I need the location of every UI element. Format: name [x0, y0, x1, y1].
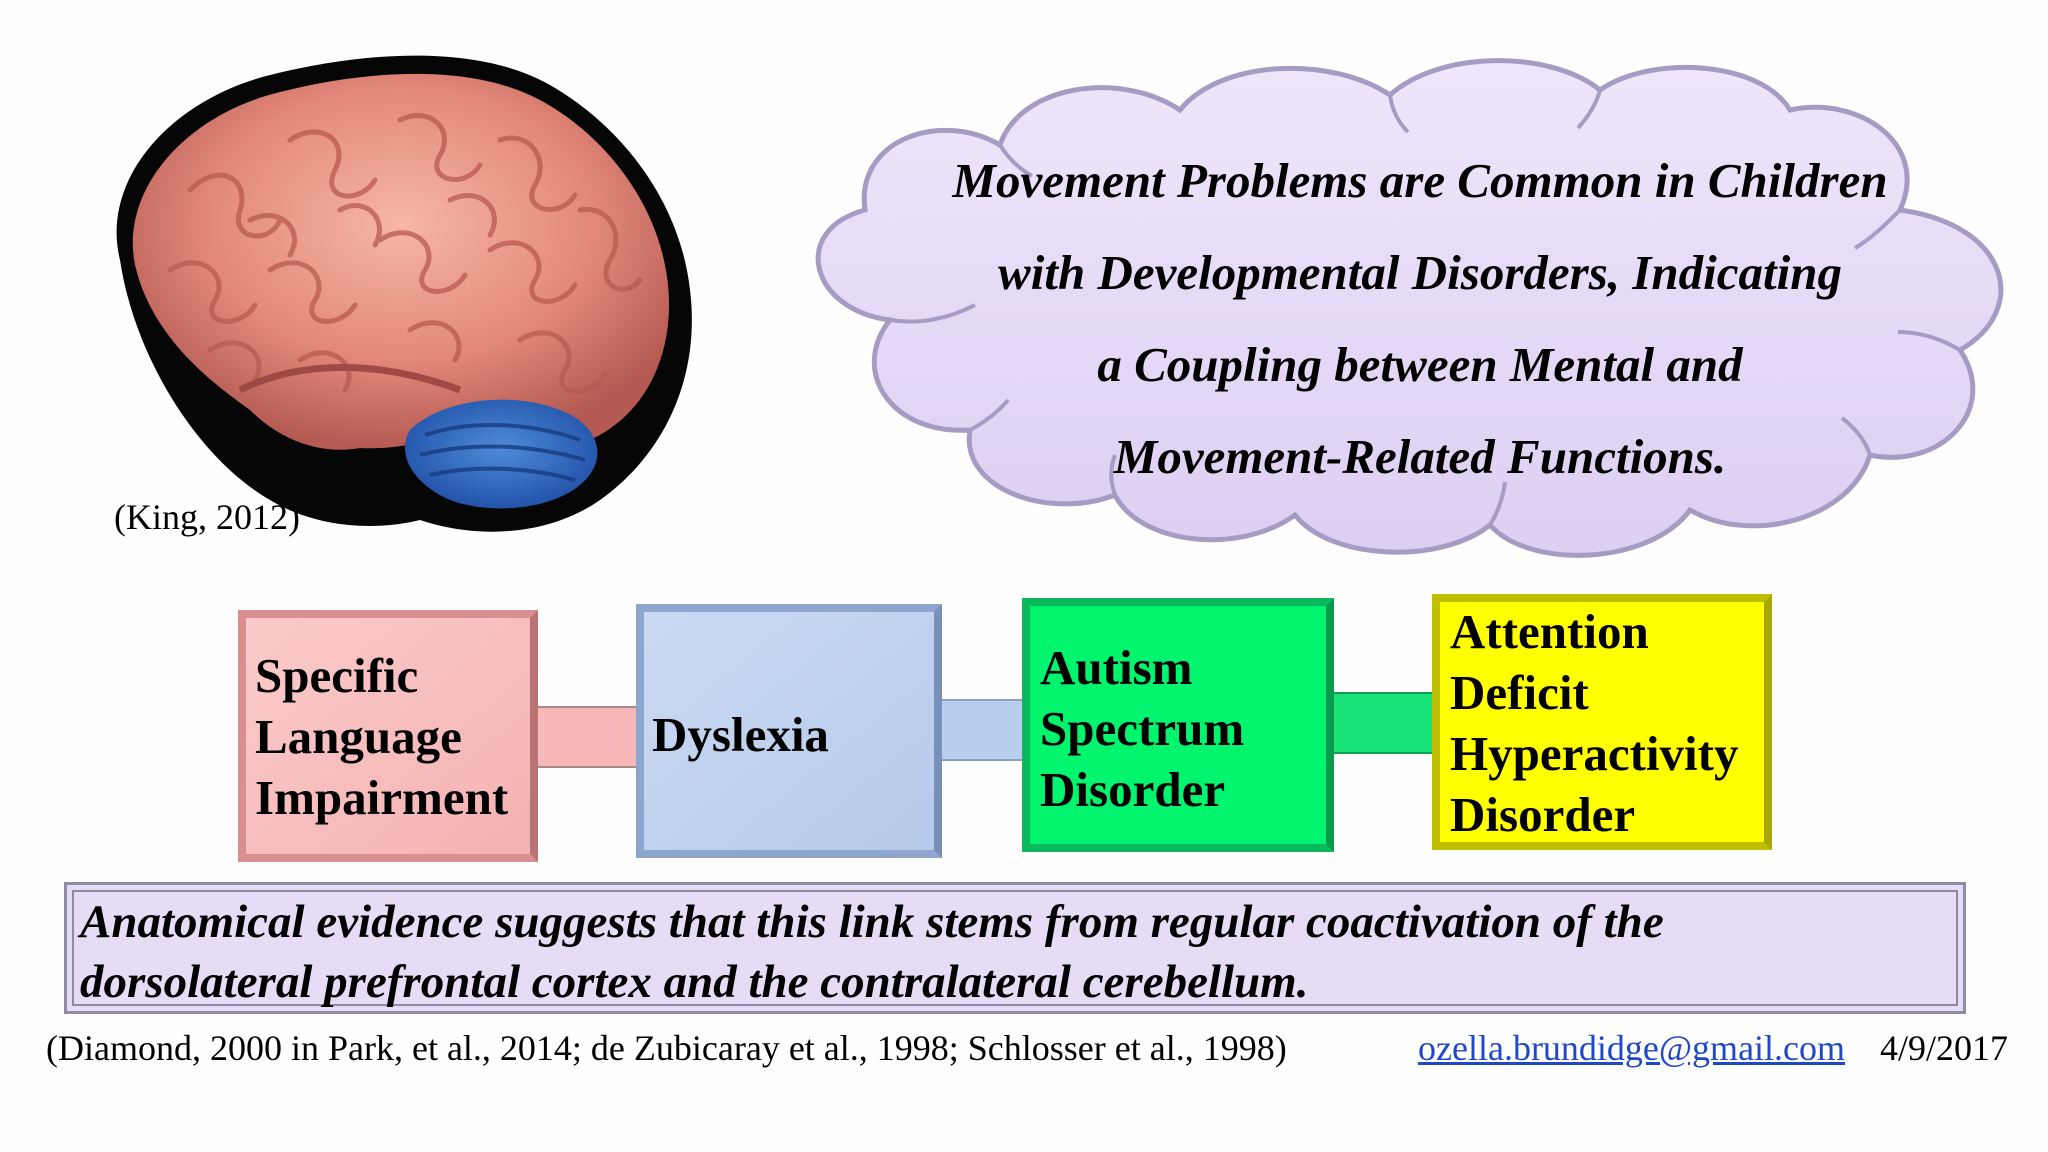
cloud-callout — [815, 58, 2004, 558]
cloud-line: Movement Problems are Common in Children — [952, 153, 1888, 208]
label-line: Hyperactivity — [1450, 726, 1739, 781]
footer: (Diamond, 2000 in Park, et al., 2014; de… — [46, 1027, 2008, 1069]
box-specific-language-impairment — [238, 610, 538, 862]
cloud-line: Movement-Related Functions. — [1113, 429, 1727, 484]
cloud-line: a Coupling between Mental and — [1097, 337, 1743, 392]
box-label-dyslexia: Dyslexia — [652, 704, 829, 765]
box-label-asd: Autism Spectrum Disorder — [1040, 637, 1244, 820]
image-caption: (King, 2012) — [114, 497, 300, 537]
citations: (Diamond, 2000 in Park, et al., 2014; de… — [46, 1028, 1287, 1068]
label-line: Disorder — [1450, 787, 1636, 842]
email-link[interactable]: ozella.brundidge@gmail.com — [1418, 1028, 1846, 1068]
evidence-text: Anatomical evidence suggests that this l… — [80, 892, 1960, 1012]
box-dyslexia — [636, 604, 942, 858]
evidence-line: Anatomical evidence suggests that this l… — [80, 896, 1664, 948]
brain-image — [116, 55, 692, 532]
label-line: Autism — [1040, 640, 1193, 695]
cloud-text: Movement Problems are Common in Children… — [870, 135, 1970, 503]
connector-3 — [1329, 692, 1441, 754]
evidence-line: dorsolateral prefrontal cortex and the c… — [80, 956, 1309, 1008]
label-line: Dyslexia — [652, 707, 829, 762]
box-autism-spectrum-disorder — [1022, 598, 1334, 852]
label-line: Spectrum — [1040, 701, 1245, 756]
label-line: Language — [255, 709, 462, 764]
box-adhd — [1432, 594, 1772, 850]
label-line: Specific — [255, 648, 419, 703]
box-label-adhd: Attention Deficit Hyperactivity Disorder — [1450, 601, 1738, 845]
label-line: Impairment — [255, 770, 509, 825]
connector-2 — [929, 699, 1031, 761]
slide-date: 4/9/2017 — [1880, 1028, 2009, 1068]
label-line: Attention — [1450, 604, 1649, 659]
evidence-banner — [64, 882, 1966, 1014]
label-line: Deficit — [1450, 665, 1589, 720]
cloud-line: with Developmental Disorders, Indicating — [998, 245, 1842, 300]
label-line: Disorder — [1040, 762, 1226, 817]
connector-1 — [529, 706, 641, 768]
box-label-sli: Specific Language Impairment — [255, 645, 508, 828]
